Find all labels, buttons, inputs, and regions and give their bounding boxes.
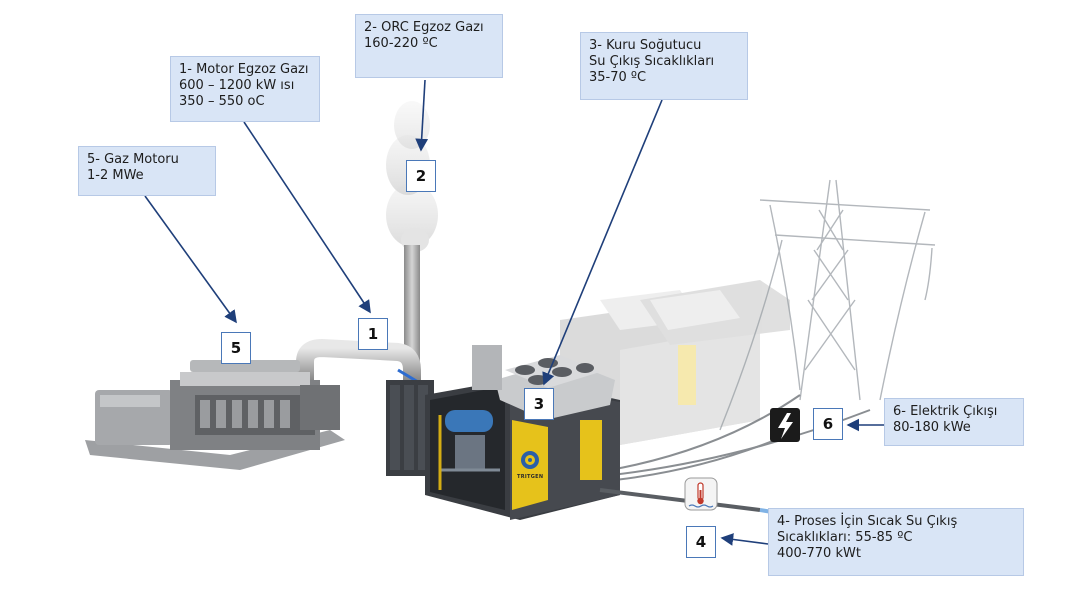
thermometer-water-icon	[684, 477, 718, 511]
marker-6: 6	[813, 408, 843, 440]
power-transmission-tower	[719, 179, 936, 431]
lightning-bolt-icon	[770, 408, 800, 442]
arrow-4	[720, 533, 769, 546]
marker-3: 3	[524, 388, 554, 420]
callout-1-line-2: 600 – 1200 kW ısı	[179, 78, 295, 93]
marker-1: 1	[358, 318, 388, 350]
callout-6-line-1: 6- Elektrik Çıkışı	[893, 404, 998, 419]
brand-label: TRITGEN	[517, 474, 544, 480]
callout-1-line-3: 350 – 550 oC	[179, 94, 265, 109]
callout-motor-exhaust: 1- Motor Egzoz Gazı 600 – 1200 kW ısı 35…	[170, 56, 320, 122]
callout-gas-engine: 5- Gaz Motoru 1-2 MWe	[78, 146, 216, 196]
callout-4-line-1: 4- Proses İçin Sıcak Su Çıkış	[777, 514, 958, 529]
gas-engine	[85, 360, 345, 470]
callout-process-hot-water: 4- Proses İçin Sıcak Su Çıkış Sıcaklıkla…	[768, 508, 1024, 576]
callout-orc-exhaust: 2- ORC Egzoz Gazı 160-220 ºC	[355, 14, 503, 78]
marker-5: 5	[221, 332, 251, 364]
callout-3-line-2: Su Çıkış Sıcaklıkları	[589, 54, 715, 69]
arrow-3	[542, 99, 663, 386]
callout-5-line-1: 5- Gaz Motoru	[87, 152, 179, 167]
callout-electric-output: 6- Elektrik Çıkışı 80-180 kWe	[884, 398, 1024, 446]
callout-dry-cooler: 3- Kuru Soğutucu Su Çıkış Sıcaklıkları 3…	[580, 32, 748, 100]
callout-3-line-3: 35-70 ºC	[589, 70, 647, 85]
callout-2-line-1: 2- ORC Egzoz Gazı	[364, 20, 484, 35]
marker-4: 4	[686, 526, 716, 558]
callout-4-line-2: Sıcaklıkları: 55-85 ºC	[777, 530, 913, 545]
orc-container-unit	[386, 345, 773, 520]
marker-2: 2	[406, 160, 436, 192]
callout-4-line-3: 400-770 kWt	[777, 546, 861, 561]
tritgen-logo-icon	[521, 451, 539, 469]
callout-3-line-1: 3- Kuru Soğutucu	[589, 38, 702, 53]
callout-arrows	[144, 79, 884, 546]
callout-1-line-1: 1- Motor Egzoz Gazı	[179, 62, 309, 77]
callout-6-line-2: 80-180 kWe	[893, 420, 971, 435]
callout-2-line-2: 160-220 ºC	[364, 36, 438, 51]
arrow-1	[243, 121, 371, 314]
arrow-2	[415, 79, 429, 152]
arrow-5	[144, 195, 237, 324]
callout-5-line-2: 1-2 MWe	[87, 168, 144, 183]
